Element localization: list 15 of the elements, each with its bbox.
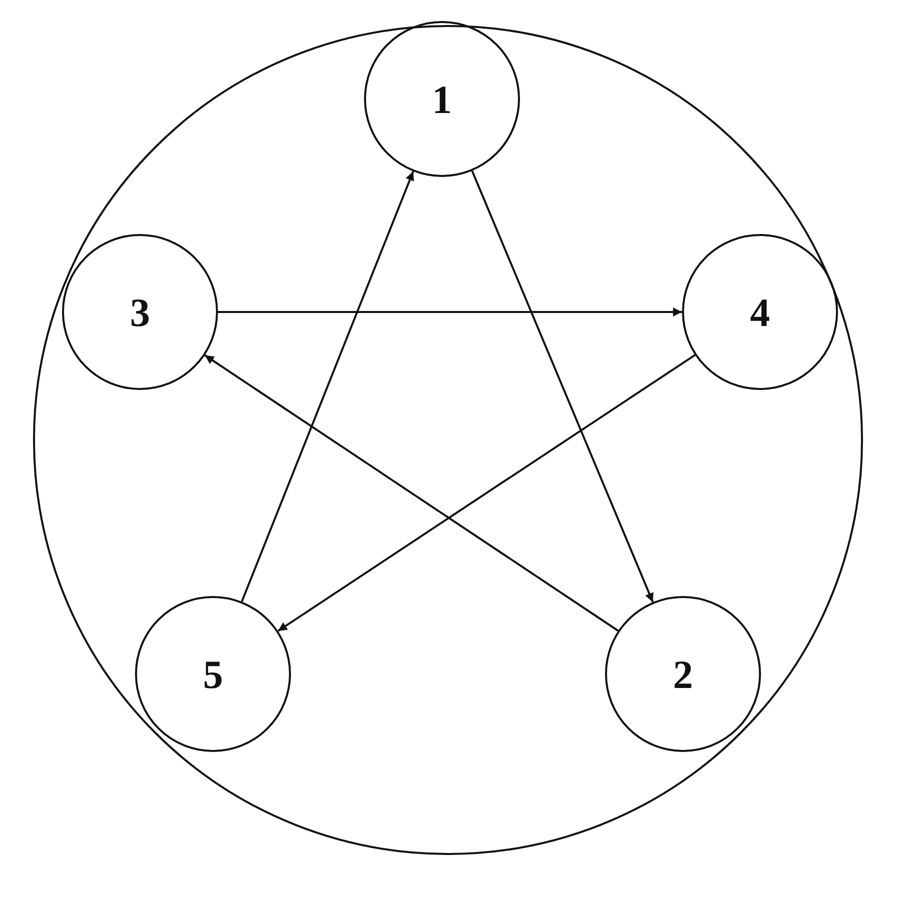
- node-number: 3: [130, 288, 150, 336]
- circle-node: [135, 596, 291, 752]
- arrow: [218, 308, 682, 316]
- circle-node: [62, 234, 218, 390]
- circle-node: [364, 21, 520, 177]
- circle-node: [682, 234, 838, 390]
- arrow: [278, 354, 696, 632]
- node-number: 4: [750, 288, 770, 336]
- circle-node: [605, 596, 761, 752]
- arrow: [204, 354, 619, 632]
- arrow: [471, 170, 654, 602]
- node-number: 2: [673, 650, 693, 698]
- arrow: [240, 171, 414, 602]
- node-number: 5: [203, 650, 223, 698]
- node-number: 1: [432, 76, 452, 122]
